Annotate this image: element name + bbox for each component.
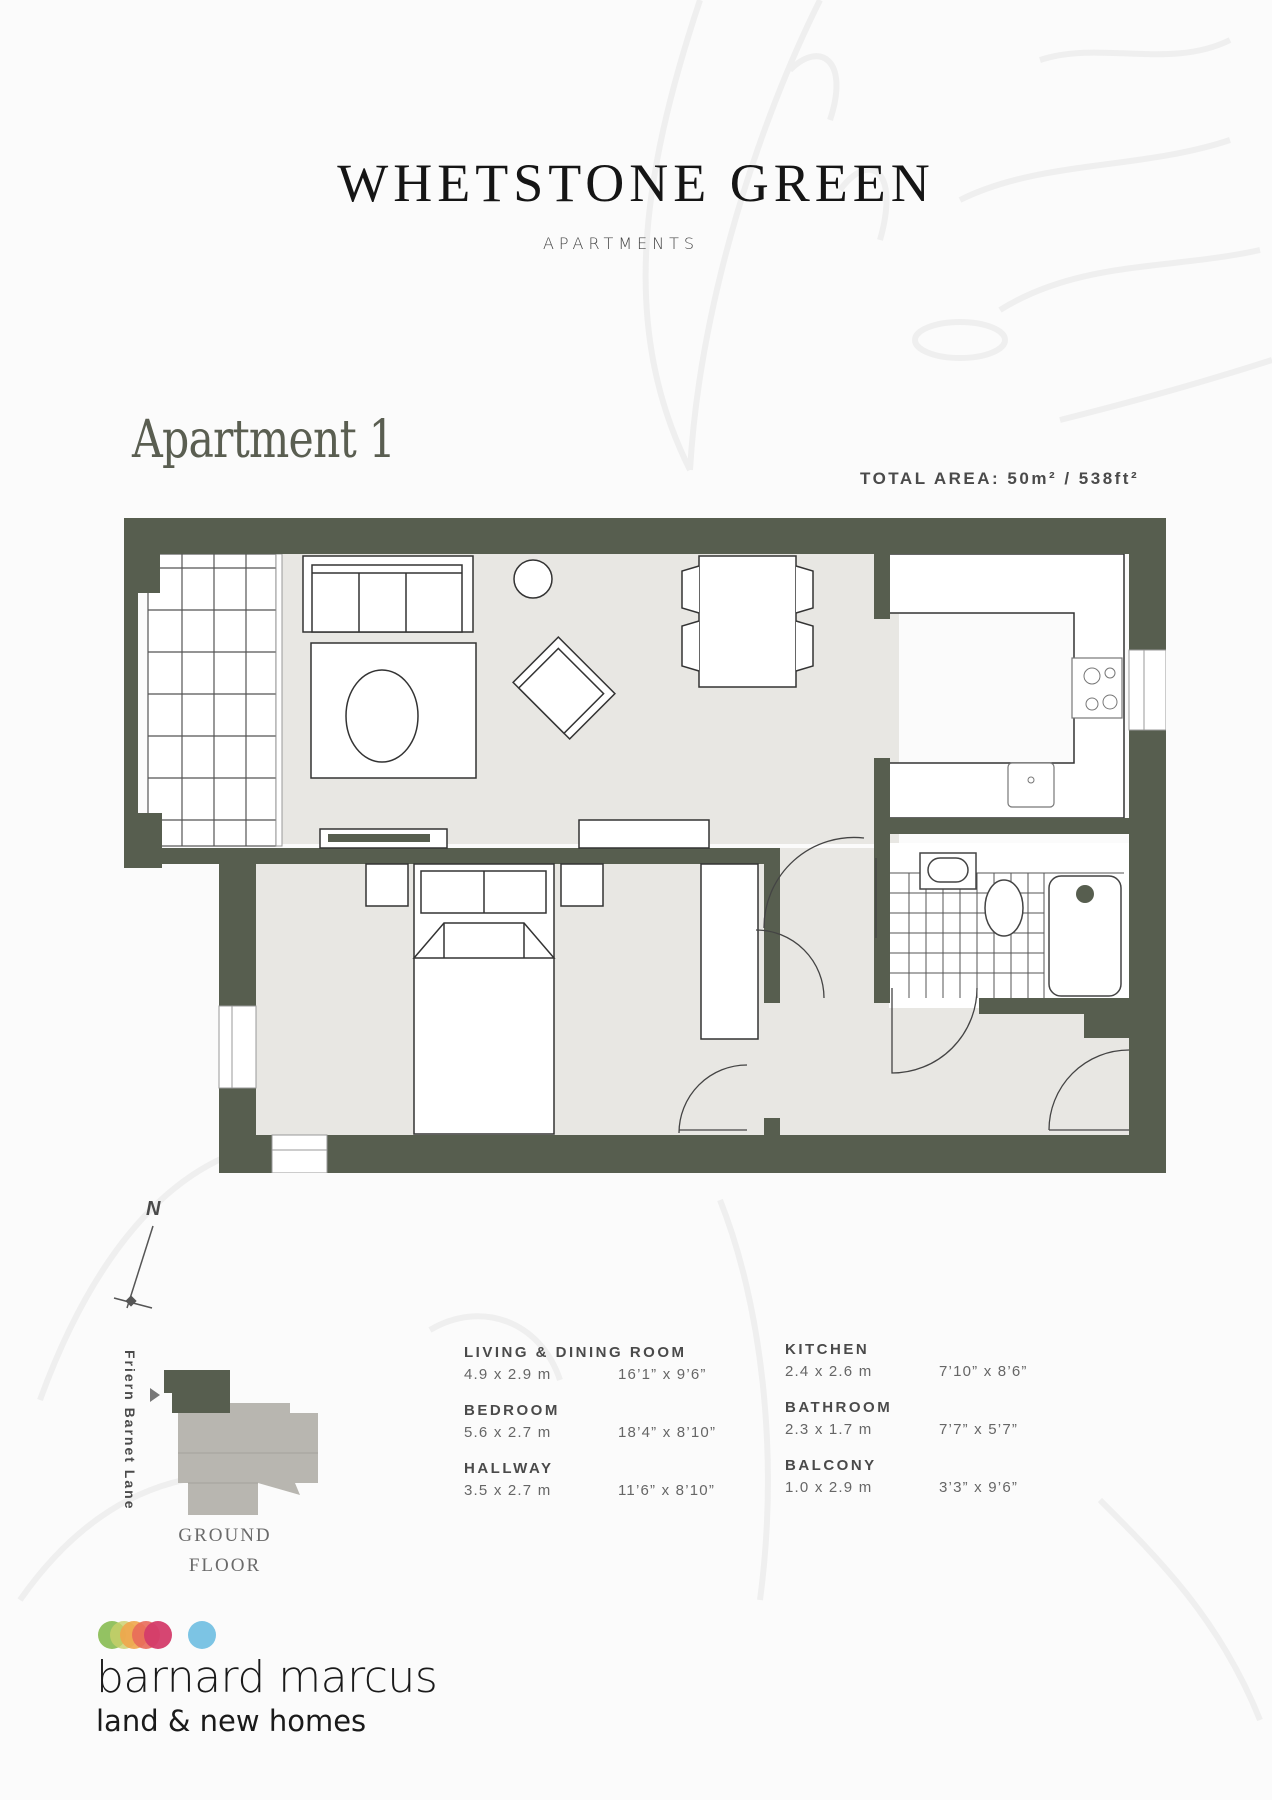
development-subtitle: APARTMENTS <box>542 234 700 253</box>
north-label: N <box>146 1198 161 1220</box>
armchair-icon <box>512 636 616 740</box>
room-kitchen: KITCHEN 2.4 x 2.6 m 7’10” x 8’6” <box>785 1341 1028 1380</box>
doors <box>678 836 1130 1134</box>
room-hallway: HALLWAY 3.5 x 2.7 m 11’6” x 8’10” <box>464 1460 716 1499</box>
brand-name: barnard marcus <box>96 1652 438 1703</box>
bedroom-furniture <box>365 863 759 1135</box>
toilet-icon <box>984 879 1024 937</box>
hob-icon <box>1071 657 1123 719</box>
kitchen-sink-icon <box>1007 762 1055 808</box>
floor-label-line2: FLOOR <box>188 1555 262 1576</box>
sideboard-icon <box>578 819 710 849</box>
living-furniture <box>302 555 814 849</box>
room-bedroom: BEDROOM 5.6 x 2.7 m 18’4” x 8’10” <box>464 1402 717 1441</box>
north-arrow-icon <box>113 1225 154 1309</box>
bedside-table-icon <box>560 863 604 907</box>
brand-tagline: land & new homes <box>96 1704 367 1738</box>
windows <box>218 649 1166 1173</box>
room-bathroom: BATHROOM 2.3 x 1.7 m 7’7” x 5’7” <box>785 1399 1019 1438</box>
development-title: WHETSTONE GREEN <box>337 153 935 213</box>
brand-logo-dots <box>98 1621 216 1649</box>
total-area: TOTAL AREA: 50m² / 538ft² <box>860 469 1140 488</box>
floor-plan <box>124 518 1166 1173</box>
wardrobe-icon <box>700 863 759 1040</box>
balcony-tiles <box>147 553 277 847</box>
side-table-icon <box>513 559 553 599</box>
dining-table-icon <box>698 555 797 688</box>
bedside-table-icon <box>365 863 409 907</box>
room-living-dining: LIVING & DINING ROOM 4.9 x 2.9 m 16’1” x… <box>464 1344 707 1383</box>
walls <box>124 518 1166 1173</box>
coffee-table-icon <box>345 669 419 763</box>
floor-label-line1: GROUND <box>178 1525 272 1546</box>
bathtub-icon <box>1048 875 1122 997</box>
street-label: Friern Barnet Lane <box>122 1350 138 1511</box>
room-balcony: BALCONY 1.0 x 2.9 m 3’3” x 9’6” <box>785 1457 1019 1496</box>
apartment-name: Apartment 1 <box>132 410 396 470</box>
site-key-plan <box>150 1370 318 1515</box>
